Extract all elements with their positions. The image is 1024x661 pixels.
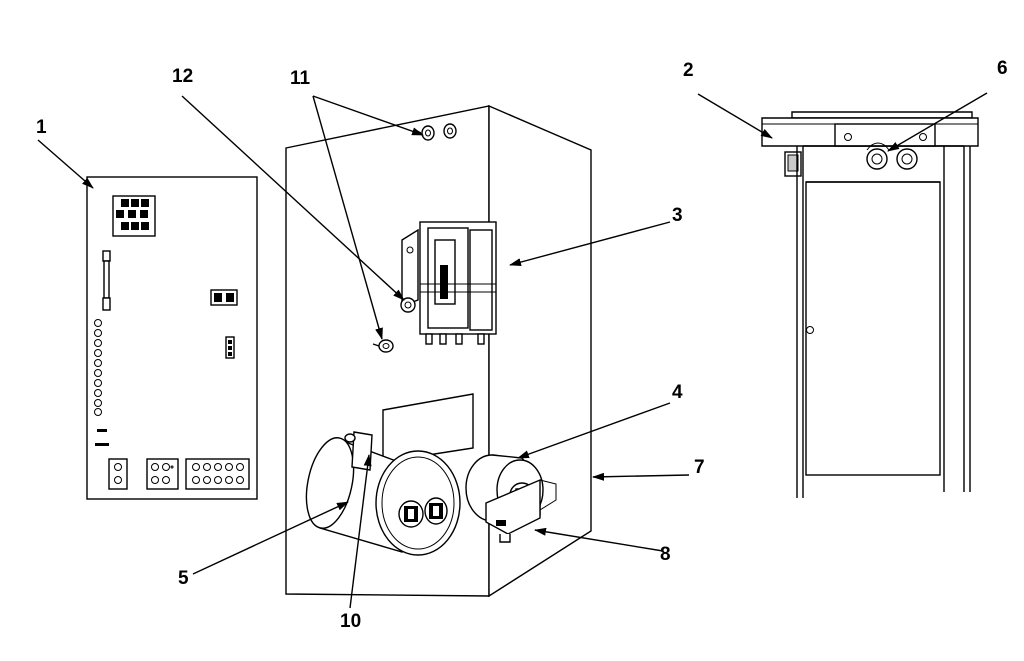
board-led-column xyxy=(94,319,102,416)
screw-lower xyxy=(372,339,394,353)
capacitor-terminal-right xyxy=(424,497,448,525)
grommet-right xyxy=(896,148,918,170)
grommet-left xyxy=(866,148,888,170)
run-capacitor xyxy=(305,437,461,556)
board-terminal-6 xyxy=(146,458,179,490)
board-terminal-12 xyxy=(185,458,250,490)
callout-2: 2 xyxy=(683,60,694,81)
callout-11: 11 xyxy=(290,68,311,89)
leader-lines xyxy=(37,92,988,609)
callout-6: 6 xyxy=(997,58,1008,79)
motor-bracket xyxy=(485,478,557,543)
side-view-assembly xyxy=(761,111,979,498)
callout-5: 5 xyxy=(178,568,189,589)
callout-4: 4 xyxy=(672,382,683,403)
board-connector-9pin xyxy=(112,195,156,237)
board-connector-2pin xyxy=(210,289,238,306)
board-header xyxy=(225,336,235,359)
board-fuse xyxy=(102,250,111,311)
panel-label-plate xyxy=(382,393,474,463)
control-board xyxy=(86,176,258,500)
screw-top-right xyxy=(443,123,457,139)
capacitor-terminal-left xyxy=(398,500,424,528)
callout-7: 7 xyxy=(694,457,705,478)
contactor-relay xyxy=(401,221,497,345)
callout-12: 12 xyxy=(172,66,193,87)
callout-3: 3 xyxy=(672,205,683,226)
callout-10: 10 xyxy=(340,611,361,632)
callout-1: 1 xyxy=(36,117,47,138)
screw-contactor xyxy=(400,297,416,313)
board-terminal-2 xyxy=(108,458,128,490)
callout-labels: 1 2 3 4 5 6 7 8 10 11 12 xyxy=(36,58,1008,632)
callout-8: 8 xyxy=(660,544,671,565)
